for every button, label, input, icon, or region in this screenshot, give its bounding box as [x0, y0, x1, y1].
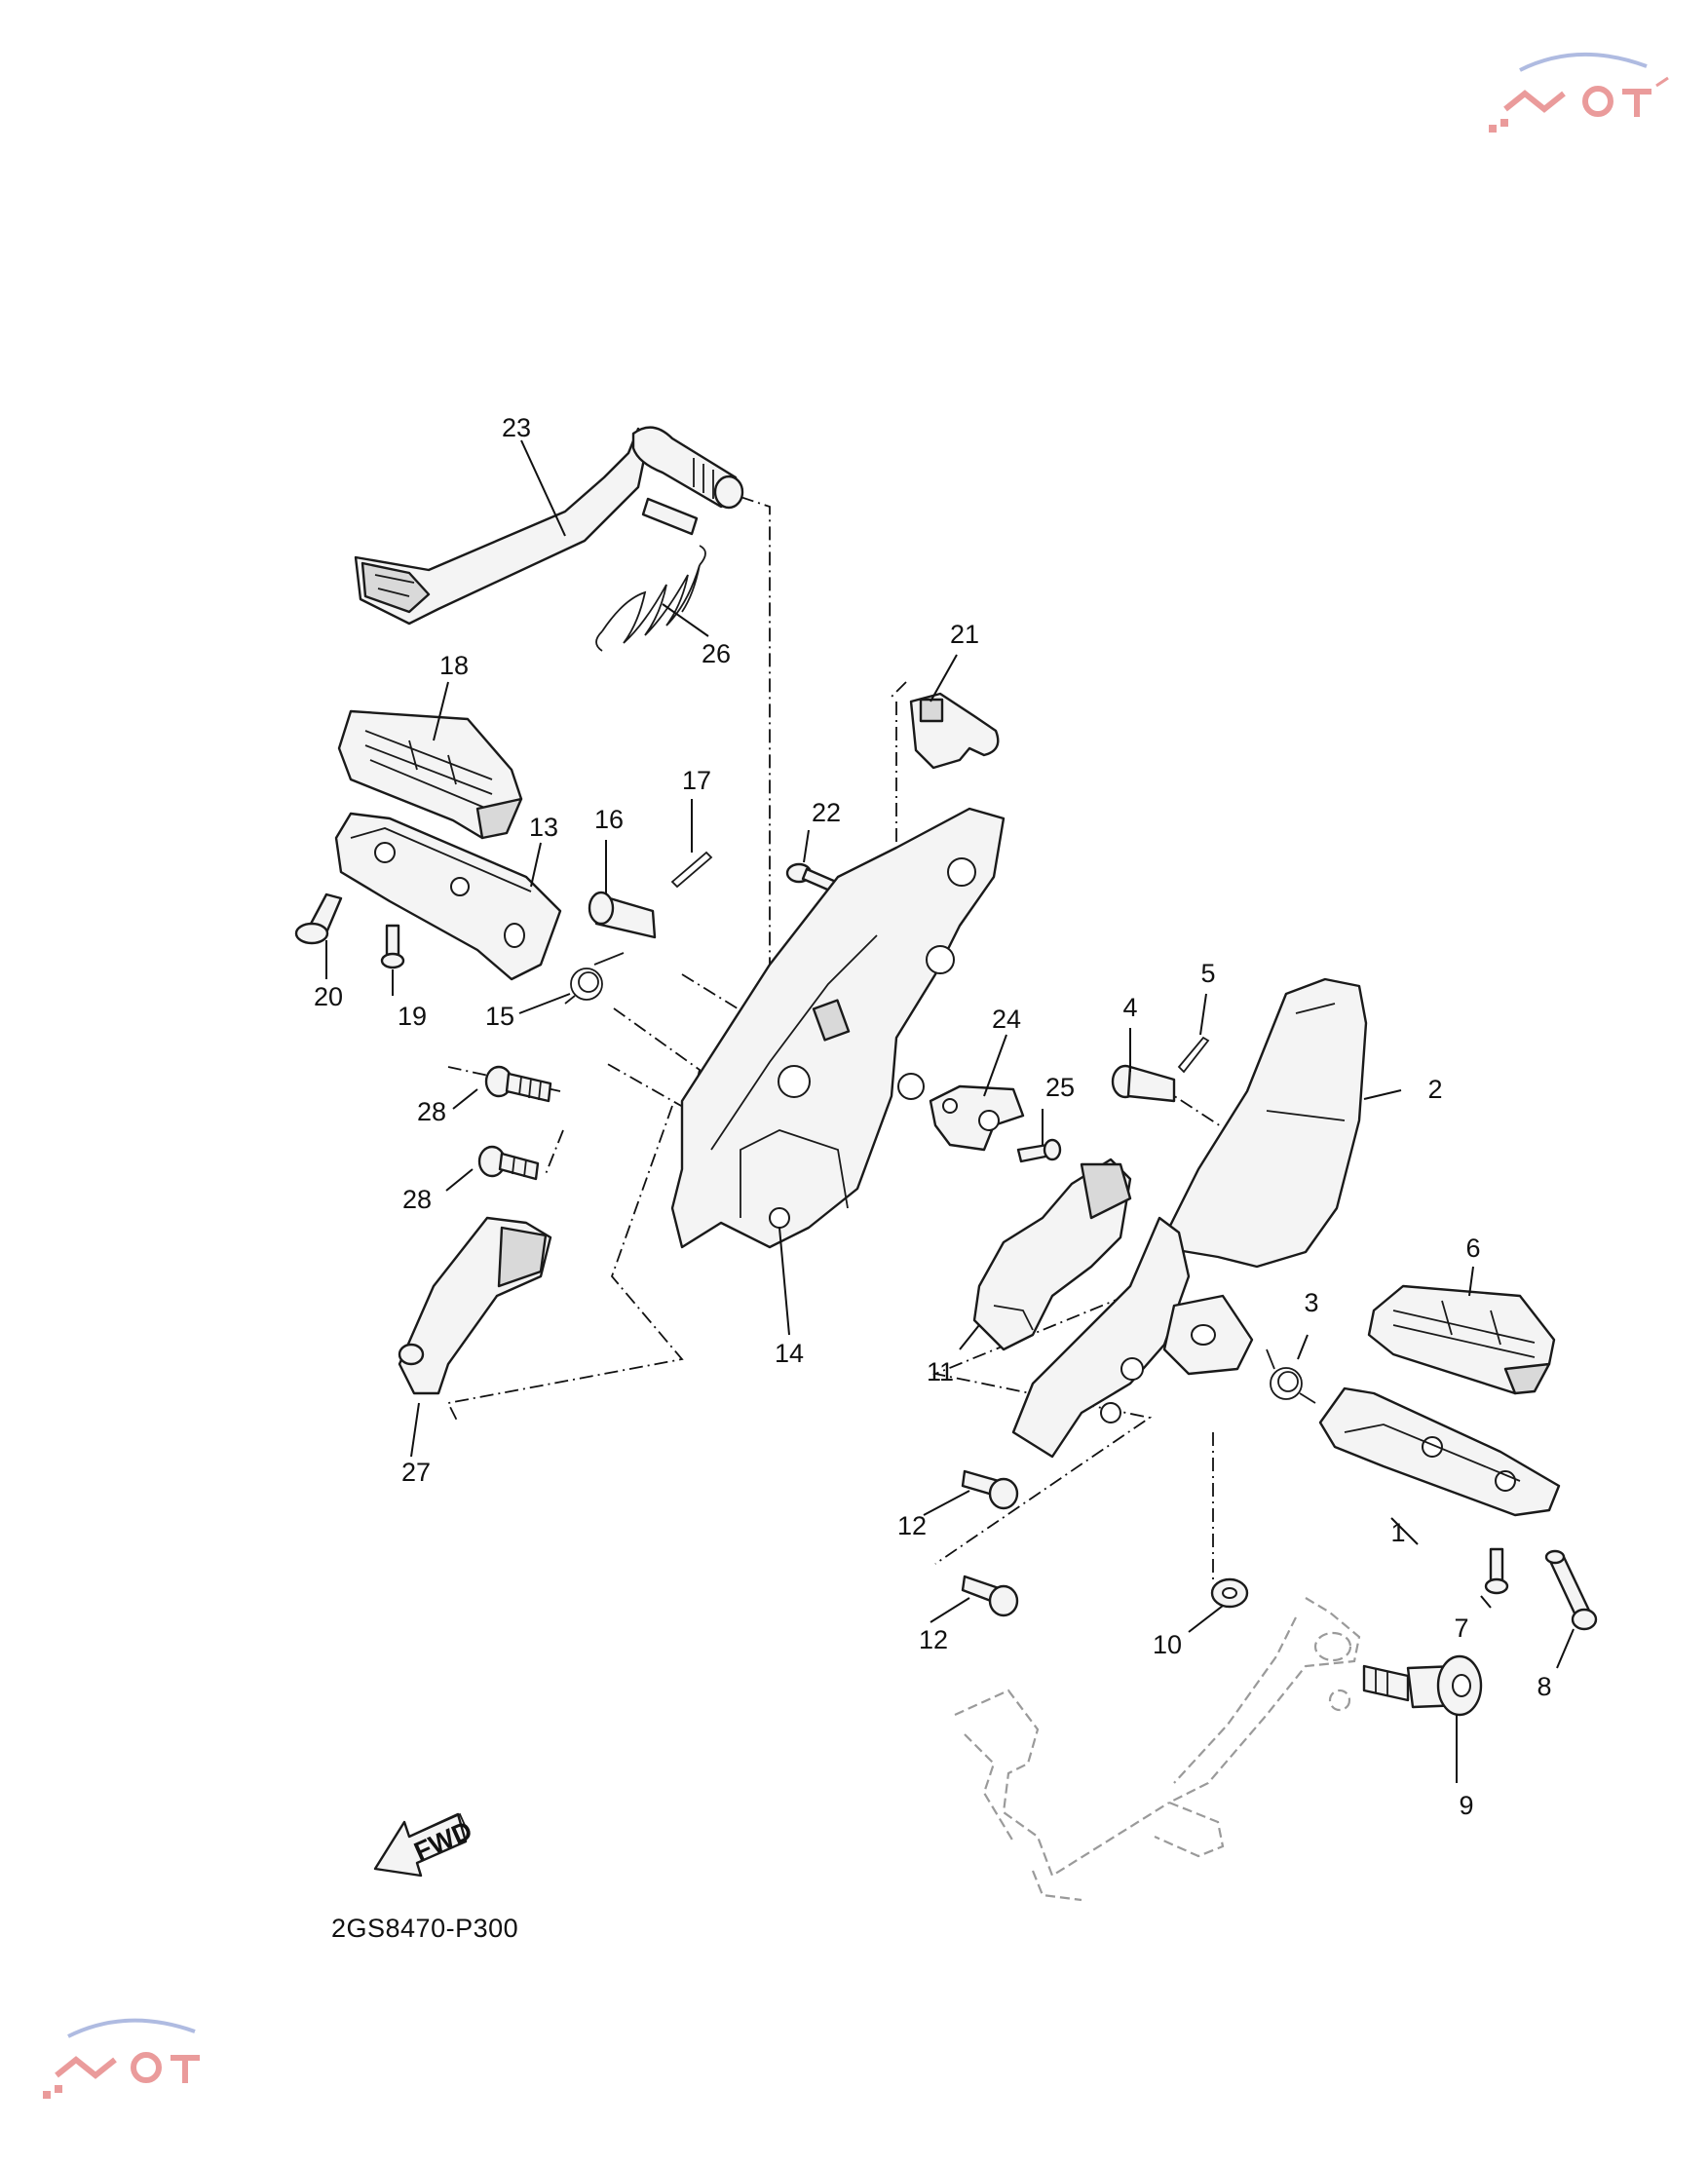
bolt-8-part	[1544, 1549, 1598, 1631]
callout-27: 27	[401, 1458, 431, 1487]
drawing-code: 2GS8470-P300	[331, 1914, 518, 1943]
callout-12-upper: 12	[897, 1511, 927, 1540]
callout-3: 3	[1304, 1288, 1318, 1317]
bolt-12-lower-part	[961, 1575, 1019, 1617]
phantom-shift-lever	[954, 1597, 1361, 1902]
callout-28-upper: 28	[417, 1097, 446, 1126]
screw-7-part	[1484, 1547, 1509, 1595]
pin-4-part	[1111, 1064, 1176, 1103]
callout-26: 26	[702, 639, 731, 668]
heel-guard-part	[1158, 977, 1368, 1269]
cotter-pin-17-part	[670, 851, 713, 889]
bolt-28-lower-part	[477, 1145, 540, 1181]
cover-27-part	[398, 1216, 552, 1395]
callout-22: 22	[812, 798, 841, 827]
screw-19-part	[380, 924, 405, 969]
callout-leaders	[325, 439, 1575, 1783]
callout-10: 10	[1153, 1630, 1182, 1659]
pin-16-part	[588, 891, 657, 939]
callout-18: 18	[439, 651, 469, 680]
callout-19: 19	[398, 1002, 427, 1031]
spring-15-part	[564, 952, 625, 1005]
callout-2: 2	[1427, 1075, 1442, 1104]
callout-4: 4	[1122, 993, 1137, 1022]
callout-6: 6	[1465, 1234, 1480, 1263]
main-bracket-part	[670, 807, 1006, 1249]
callout-14: 14	[775, 1339, 804, 1368]
callout-1: 1	[1390, 1518, 1405, 1547]
screw-25-part	[1016, 1138, 1062, 1163]
rear-footrest-bracket-part	[334, 812, 562, 981]
plate-24-part	[929, 1084, 1025, 1152]
spring-3-part	[1266, 1348, 1316, 1404]
brake-pedal-part	[354, 426, 744, 626]
moto-logo-bottom-left	[43, 2018, 200, 2099]
forward-arrow-icon: FWD	[373, 1812, 476, 1878]
bolt-20-part	[294, 892, 343, 945]
washer-10-part	[1210, 1577, 1249, 1609]
shoulder-bolt-9-part	[1362, 1654, 1483, 1717]
front-bracket-part	[972, 1158, 1254, 1459]
callout-16: 16	[594, 805, 624, 834]
return-spring-part	[595, 545, 706, 652]
callout-24: 24	[992, 1005, 1021, 1034]
clip-part	[909, 692, 1000, 770]
callout-9: 9	[1459, 1791, 1473, 1820]
callout-20: 20	[314, 982, 343, 1011]
callout-21: 21	[950, 620, 979, 649]
front-footrest-rubber-part	[1367, 1284, 1556, 1395]
bolt-22-part	[785, 862, 838, 893]
callout-23: 23	[502, 413, 531, 442]
callout-25: 25	[1045, 1073, 1075, 1102]
cotter-pin-5-part	[1177, 1036, 1210, 1074]
callout-13: 13	[529, 813, 558, 842]
callout-7: 7	[1454, 1614, 1468, 1643]
callout-5: 5	[1200, 959, 1215, 988]
callout-28-lower: 28	[402, 1185, 432, 1214]
bolt-12-upper-part	[961, 1469, 1019, 1510]
callout-15: 15	[485, 1002, 514, 1031]
callout-labels: 1 2 3 4 5 6 7 8 9 10 11 12 12 13 14 15 1…	[314, 413, 1552, 1820]
callout-17: 17	[682, 766, 711, 795]
callout-12-lower: 12	[919, 1625, 948, 1654]
moto-logo-top-right	[1489, 53, 1669, 133]
bolt-28-upper-part	[484, 1065, 552, 1103]
front-footrest-bracket-part	[1318, 1386, 1561, 1517]
callout-11: 11	[927, 1357, 954, 1386]
callout-8: 8	[1537, 1672, 1551, 1701]
rear-footrest-rubber-part	[337, 709, 523, 840]
